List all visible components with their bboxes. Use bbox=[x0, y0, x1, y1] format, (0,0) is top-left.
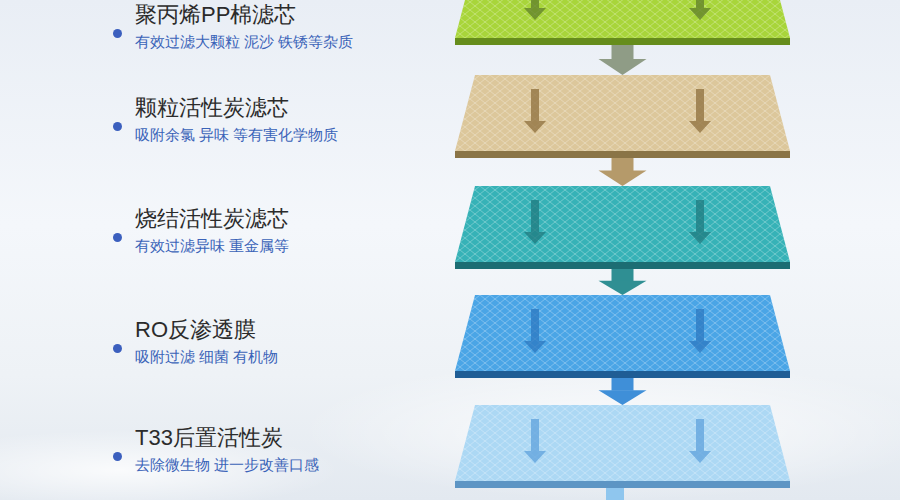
layer-face bbox=[455, 75, 790, 151]
flow-arrow bbox=[689, 419, 711, 463]
flow-arrow bbox=[524, 89, 546, 133]
flow-arrow bbox=[689, 0, 711, 20]
layer-face bbox=[455, 0, 790, 38]
layer-title: 聚丙烯PP棉滤芯 bbox=[135, 2, 445, 28]
layer-face bbox=[455, 405, 790, 481]
filter-layer: RO反渗透膜吸附过滤 细菌 有机物 bbox=[455, 295, 790, 378]
layer-shape bbox=[455, 405, 790, 488]
label-group: 聚丙烯PP棉滤芯有效过滤大颗粒 泥沙 铁锈等杂质 bbox=[135, 2, 445, 52]
outflow-arrow bbox=[606, 488, 624, 500]
flow-arrow bbox=[524, 200, 546, 244]
filter-layer: 颗粒活性炭滤芯吸附余氯 异味 等有害化学物质 bbox=[455, 75, 790, 158]
arrow-head bbox=[599, 390, 647, 405]
flow-arrow bbox=[524, 0, 546, 20]
flow-connector bbox=[599, 269, 647, 295]
filter-layer: 烧结活性炭滤芯有效过滤异味 重金属等 bbox=[455, 186, 790, 269]
layer-description: 有效过滤大颗粒 泥沙 铁锈等杂质 bbox=[135, 32, 445, 52]
arrow-shaft bbox=[612, 45, 634, 60]
layer-description: 吸附过滤 细菌 有机物 bbox=[135, 347, 445, 367]
layer-title: T33后置活性炭 bbox=[135, 425, 445, 451]
label-group: RO反渗透膜吸附过滤 细菌 有机物 bbox=[135, 317, 445, 367]
layer-edge bbox=[455, 371, 790, 378]
mesh-texture bbox=[455, 405, 790, 481]
flow-arrow bbox=[689, 89, 711, 133]
layer-shape bbox=[455, 75, 790, 158]
layer-title: 颗粒活性炭滤芯 bbox=[135, 95, 445, 121]
arrow-shaft bbox=[612, 269, 634, 281]
layer-shape bbox=[455, 186, 790, 269]
arrow-head bbox=[599, 281, 647, 295]
arrow-head bbox=[599, 59, 647, 75]
layer-edge bbox=[455, 481, 790, 488]
filter-layer: T33后置活性炭去除微生物 进一步改善口感 bbox=[455, 405, 790, 488]
bullet-dot bbox=[113, 344, 122, 353]
layer-description: 去除微生物 进一步改善口感 bbox=[135, 455, 445, 475]
label-group: 颗粒活性炭滤芯吸附余氯 异味 等有害化学物质 bbox=[135, 95, 445, 145]
flow-connector bbox=[599, 378, 647, 405]
flow-arrow bbox=[689, 200, 711, 244]
flow-arrow bbox=[524, 309, 546, 353]
layer-face bbox=[455, 295, 790, 371]
cloud-glow bbox=[300, 360, 900, 500]
filter-layer: 聚丙烯PP棉滤芯有效过滤大颗粒 泥沙 铁锈等杂质 bbox=[455, 0, 790, 45]
mesh-texture bbox=[455, 75, 790, 151]
arrow-head bbox=[599, 171, 647, 186]
layer-edge bbox=[455, 151, 790, 158]
arrow-shaft bbox=[612, 378, 634, 391]
layer-edge bbox=[455, 262, 790, 269]
flow-connector bbox=[599, 158, 647, 186]
layer-title: 烧结活性炭滤芯 bbox=[135, 206, 445, 232]
label-group: T33后置活性炭去除微生物 进一步改善口感 bbox=[135, 425, 445, 475]
bullet-dot bbox=[113, 122, 122, 131]
mesh-texture bbox=[455, 186, 790, 262]
bullet-dot bbox=[113, 452, 122, 461]
label-group: 烧结活性炭滤芯有效过滤异味 重金属等 bbox=[135, 206, 445, 256]
layer-shape bbox=[455, 0, 790, 45]
bullet-dot bbox=[113, 29, 122, 38]
bullet-dot bbox=[113, 233, 122, 242]
arrow-shaft bbox=[612, 158, 634, 171]
layer-face bbox=[455, 186, 790, 262]
layer-edge bbox=[455, 38, 790, 45]
layer-shape bbox=[455, 295, 790, 378]
flow-arrow bbox=[689, 309, 711, 353]
flow-connector bbox=[599, 45, 647, 75]
mesh-texture bbox=[455, 0, 790, 38]
flow-arrow bbox=[524, 419, 546, 463]
mesh-texture bbox=[455, 295, 790, 371]
layer-title: RO反渗透膜 bbox=[135, 317, 445, 343]
layer-description: 吸附余氯 异味 等有害化学物质 bbox=[135, 125, 445, 145]
layer-description: 有效过滤异味 重金属等 bbox=[135, 236, 445, 256]
